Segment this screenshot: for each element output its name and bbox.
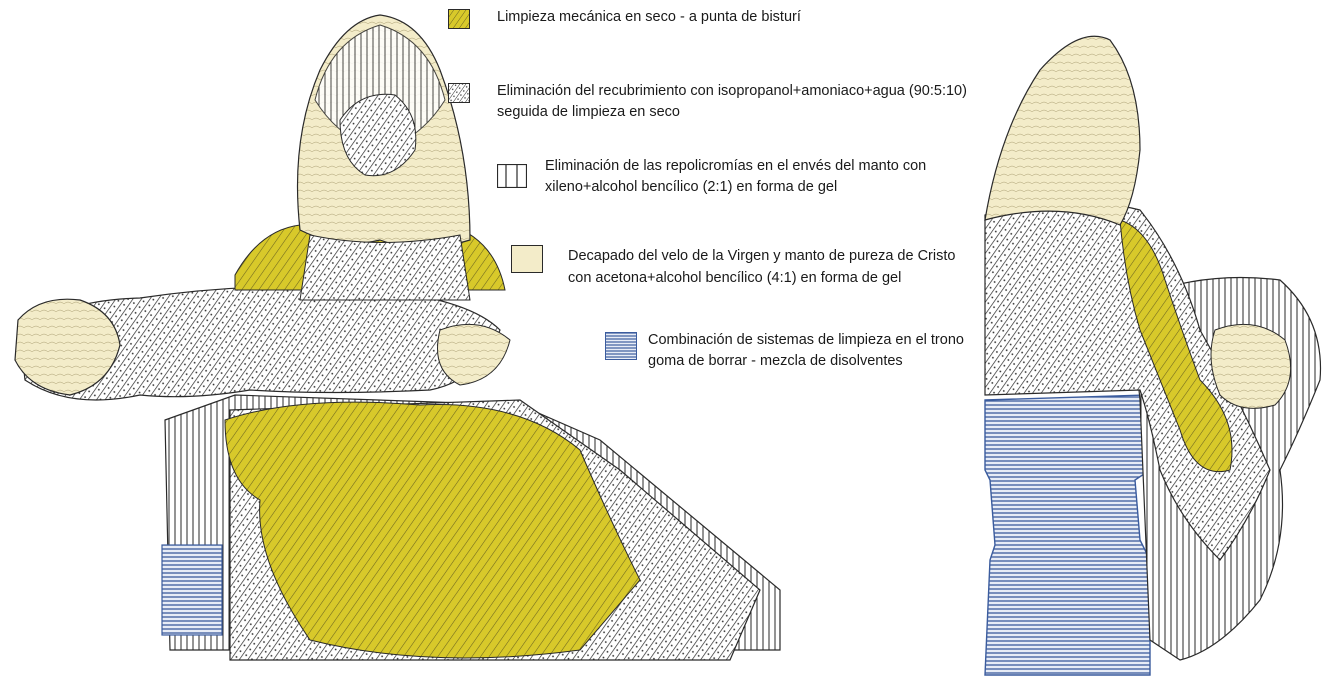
legend-label: Limpieza mecánica en seco - a punta de b…: [497, 7, 801, 28]
side-veil: [985, 36, 1140, 225]
pieta-side-view: [985, 36, 1321, 675]
legend-label: con acetona+alcohol bencílico (4:1) en f…: [568, 268, 901, 289]
dotted-hatch-swatch: [448, 83, 470, 103]
cream-swatch: [511, 245, 543, 273]
blue-lines-swatch: [605, 332, 637, 360]
legend-label: Combinación de sistemas de limpieza en e…: [648, 330, 964, 351]
christ-loincloth: [438, 324, 511, 385]
legend-label: seguida de limpieza en seco: [497, 102, 680, 123]
yellow-hatch-swatch: [448, 9, 470, 29]
legend-label: Decapado del velo de la Virgen y manto d…: [568, 246, 955, 267]
side-christ-head: [1211, 324, 1291, 408]
legend-label: goma de borrar - mezcla de disolventes: [648, 351, 903, 372]
legend-label: xileno+alcohol bencílico (2:1) en forma …: [545, 177, 837, 198]
vertical-lines-swatch: [497, 164, 527, 188]
legend-label: Eliminación del recubrimiento con isopro…: [497, 81, 967, 102]
throne-blue-block: [162, 545, 222, 635]
virgin-torso: [300, 235, 470, 300]
legend-label: Eliminación de las repolicromías en el e…: [545, 156, 926, 177]
side-throne-blue: [985, 395, 1150, 675]
